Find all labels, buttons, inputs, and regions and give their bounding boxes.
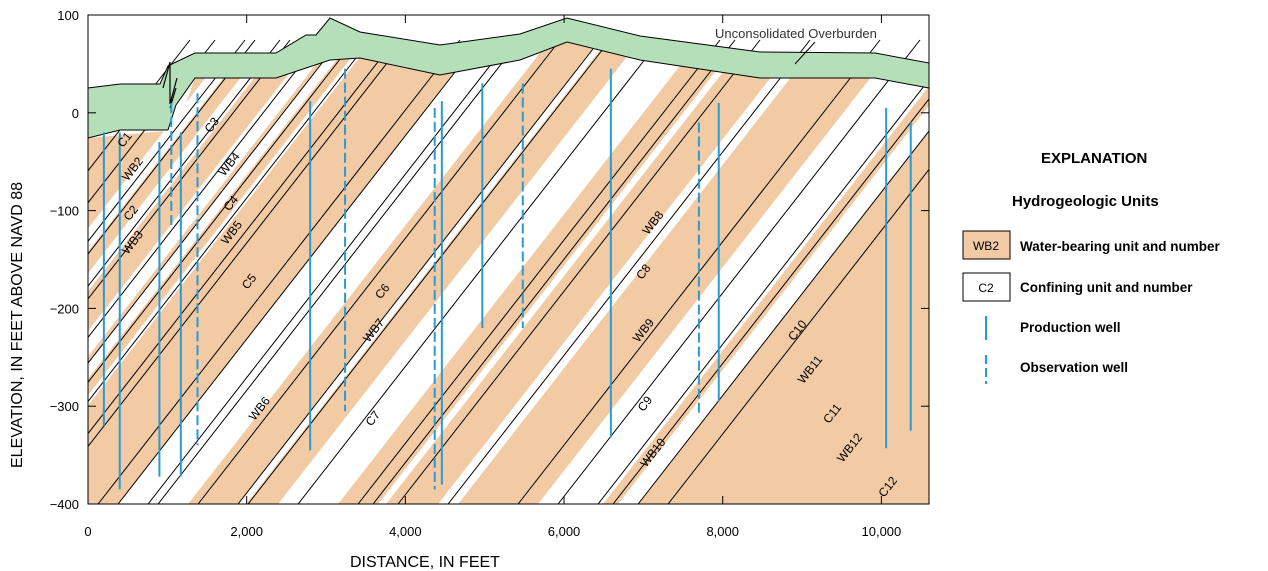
unit-contact-line xyxy=(237,39,601,504)
wells xyxy=(102,68,912,490)
unit-contact-line xyxy=(88,39,281,287)
unit-contact-line xyxy=(637,130,929,504)
section-break-mark xyxy=(162,61,178,105)
confining-band xyxy=(278,40,700,504)
unit-contact-line xyxy=(447,39,811,504)
confining-band xyxy=(88,40,335,357)
water-bearing-swatch xyxy=(962,230,1011,260)
confining-band xyxy=(88,40,284,292)
plot-frame xyxy=(87,14,930,505)
unit-contact-line xyxy=(157,39,521,504)
y-tick-label: −200 xyxy=(50,301,79,316)
x-axis: 0 2,000 4,000 6,000 8,000 10,000 xyxy=(84,15,901,539)
confining-band xyxy=(238,40,608,504)
y-tick-label: −400 xyxy=(50,497,79,512)
y-axis-title: ELEVATION, IN FEET ABOVE NAVD 88 xyxy=(9,182,26,468)
x-axis-title: DISTANCE, IN FEET xyxy=(350,554,500,571)
x-tick-label: 6,000 xyxy=(548,524,581,539)
unit-contact-line xyxy=(557,39,921,504)
overburden-label: Unconsolidated Overburden xyxy=(715,26,877,41)
y-axis: 100 0 −100 −200 −300 −400 xyxy=(50,8,929,512)
unit-contact-line xyxy=(88,39,356,384)
x-tick-label: 8,000 xyxy=(706,524,739,539)
unconsolidated-overburden xyxy=(87,17,930,139)
confining-band xyxy=(378,40,748,504)
legend: EXPLANATION Hydrogeologic Units WB2 Wate… xyxy=(962,150,1221,384)
overburden-leader xyxy=(794,41,816,65)
unit-contact-line xyxy=(117,39,481,504)
unit-contact-line xyxy=(667,168,929,504)
water-bearing-swatch-label: WB2 xyxy=(973,239,999,253)
legend-title: EXPLANATION xyxy=(1041,150,1147,167)
unit-contact-line xyxy=(372,39,736,504)
unit-contact-line xyxy=(97,39,461,504)
unit-contact-line xyxy=(88,39,256,255)
confining-legend-text: Confining unit and number xyxy=(1020,280,1193,295)
x-tick-label: 10,000 xyxy=(862,524,902,539)
confining-band xyxy=(583,60,929,504)
y-tick-label: 100 xyxy=(57,8,79,23)
confining-swatch xyxy=(962,272,1011,302)
observation-legend-text: Observation well xyxy=(1020,360,1128,375)
unit-contact-line xyxy=(197,39,561,504)
unit-contact-line xyxy=(597,78,929,504)
unit-contact-line xyxy=(357,39,721,504)
y-tick-label: −300 xyxy=(50,399,79,414)
confining-band xyxy=(618,105,929,504)
legend-subtitle: Hydrogeologic Units xyxy=(1012,193,1159,210)
unit-contact-line xyxy=(147,39,511,504)
unit-contact-line xyxy=(88,39,321,339)
y-tick-label: −100 xyxy=(50,204,79,219)
confining-band xyxy=(88,40,352,379)
production-legend-text: Production well xyxy=(1020,320,1121,335)
unit-contact-line xyxy=(247,39,611,504)
x-tick-label: 0 xyxy=(84,524,91,539)
unit-contact-line xyxy=(88,39,246,243)
x-tick-label: 2,000 xyxy=(230,524,263,539)
y-tick-label: 0 xyxy=(72,106,79,121)
cross-section xyxy=(87,17,930,504)
water-bearing-legend-text: Water-bearing unit and number xyxy=(1020,239,1221,254)
confining-band xyxy=(538,40,929,504)
unit-contact-line xyxy=(612,98,929,504)
unit-contact-line xyxy=(397,39,761,504)
unit-contact-line xyxy=(297,39,661,504)
x-tick-label: 4,000 xyxy=(389,524,422,539)
unit-contact-line xyxy=(88,39,291,300)
confining-swatch-label: C2 xyxy=(978,281,994,295)
unit-contact-line xyxy=(88,39,396,435)
